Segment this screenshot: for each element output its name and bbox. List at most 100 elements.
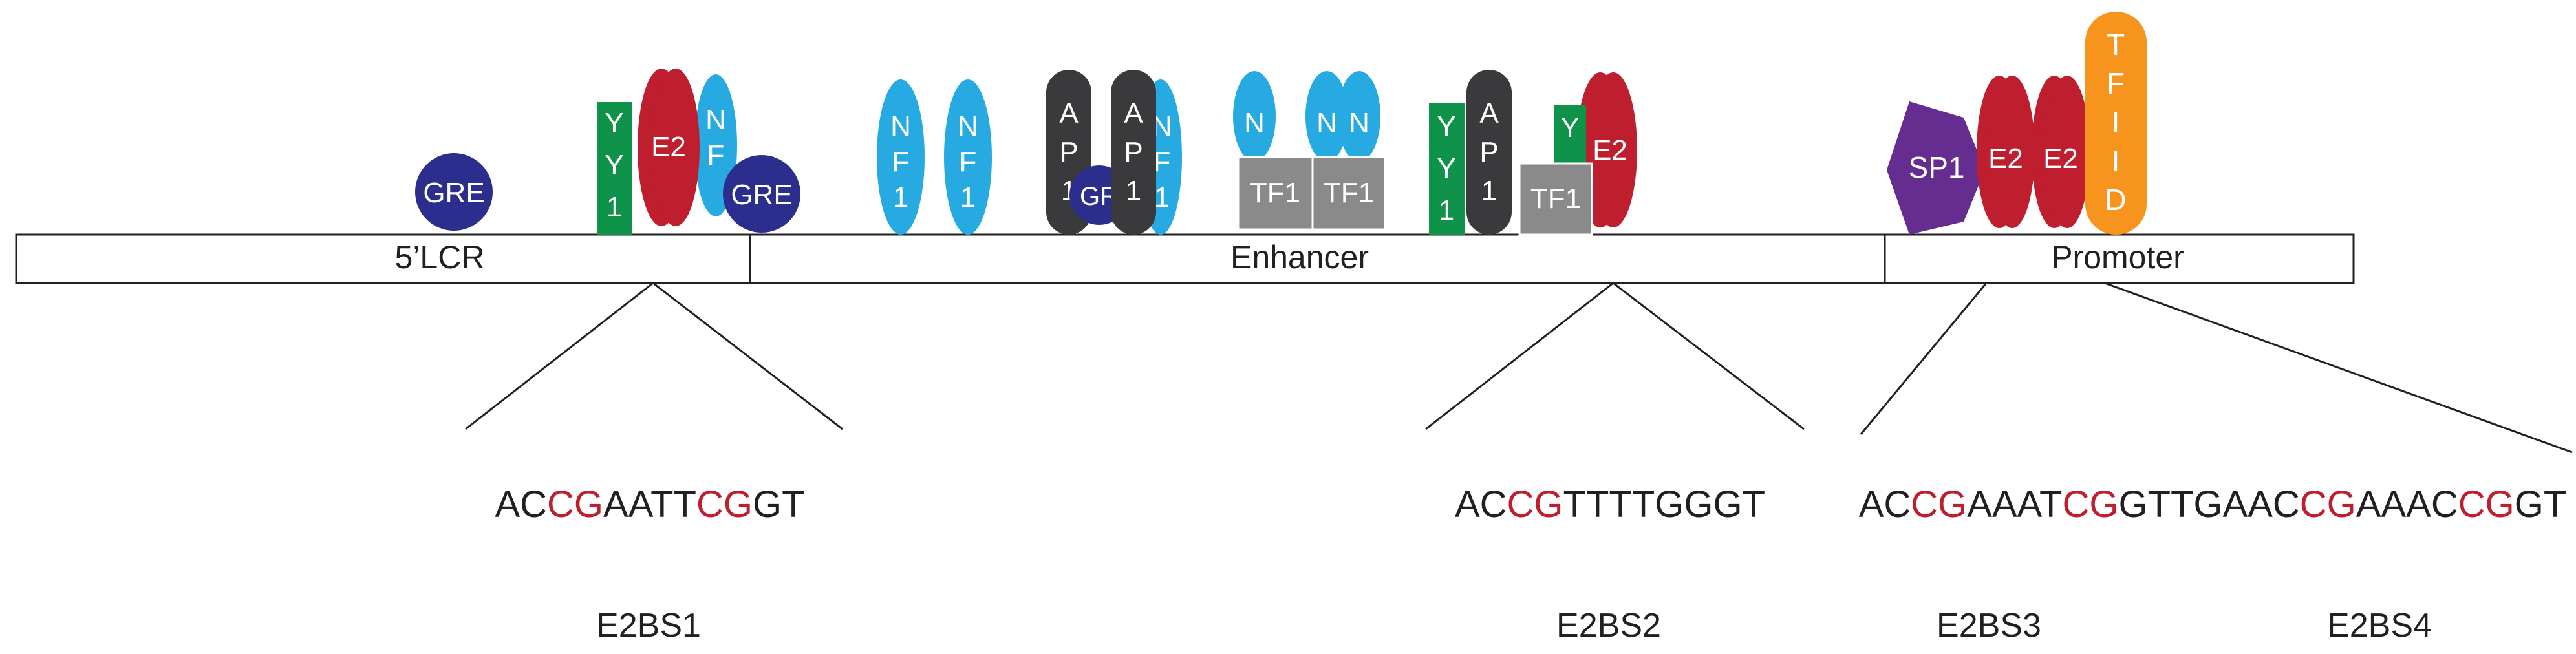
site-label-e2bs1: E2BS1 xyxy=(596,607,701,644)
nf1-factor: N xyxy=(1233,71,1276,162)
seq-segment: GTTGAAC xyxy=(2118,483,2299,525)
yy1-shape xyxy=(1429,103,1465,235)
nf1-letter: F xyxy=(960,146,977,178)
callout-line xyxy=(652,282,843,430)
callout-line xyxy=(1425,282,1614,430)
nf1-shape xyxy=(1305,71,1348,162)
tf1-label: TF1 xyxy=(1324,177,1374,209)
e2-label: E2 xyxy=(651,131,686,163)
tf1-label: TF1 xyxy=(1250,177,1300,209)
seq-segment: AAAT xyxy=(1967,483,2062,525)
callout-lines xyxy=(465,282,2573,454)
ap1-factor: A P 1 xyxy=(1466,70,1512,235)
tf1-factor: TF1 xyxy=(1518,162,1593,236)
yy1-letter: Y xyxy=(605,107,623,139)
yy1-factor: Y Y 1 xyxy=(1429,103,1465,235)
nf1-letter: N xyxy=(1244,107,1265,139)
ap1-letter: A xyxy=(1124,98,1143,129)
yy1-factor: Y xyxy=(1554,105,1586,164)
region-label-enhancer: Enhancer xyxy=(1230,239,1369,275)
e2-label: E2 xyxy=(1593,134,1627,166)
seq-cpg: CG xyxy=(1507,483,1563,525)
e2-factor: E2 xyxy=(638,69,700,226)
tfiid-factor: T F I I D xyxy=(2085,12,2147,235)
nf1-letter: N xyxy=(1316,107,1337,139)
tf1-factor: TF1 xyxy=(1237,156,1314,231)
gre-label: GRE xyxy=(731,179,792,211)
tfiid-letter: I xyxy=(2112,105,2120,139)
tf1-shape xyxy=(1311,156,1386,231)
nf1-shape xyxy=(1233,71,1276,162)
seq-cpg: CG xyxy=(2300,483,2356,525)
nf1-letter: F xyxy=(892,146,910,178)
ap1-letter: 1 xyxy=(1481,175,1497,207)
seq-cpg: CG xyxy=(2062,483,2118,525)
seq-segment: GT xyxy=(753,483,805,525)
tfiid-letter: F xyxy=(2107,67,2125,100)
e2-shape xyxy=(1589,72,1637,227)
nf1-shape xyxy=(944,79,992,235)
yy1-shape xyxy=(1554,105,1586,164)
tf1-shape xyxy=(1237,156,1314,231)
site-label-e2bs2: E2BS2 xyxy=(1556,607,1661,644)
e2-shape xyxy=(652,69,700,226)
e2-factor: E2 xyxy=(2032,76,2090,228)
gre-shape xyxy=(415,153,493,231)
ap1-letter: A xyxy=(1059,98,1079,129)
nf1-factor: N F 1 xyxy=(877,79,925,235)
ap1-letter: P xyxy=(1479,136,1498,168)
sequence-e2bs3-e2bs4: ACCGAAATCGGTTGAACCGAAACCGGT xyxy=(1859,483,2567,525)
seq-segment: AC xyxy=(495,483,547,525)
yy1-factor: Y Y 1 xyxy=(597,102,632,235)
nf1-letter: 1 xyxy=(1154,182,1170,213)
tf1-factor: TF1 xyxy=(1311,156,1386,231)
sp1-shape xyxy=(1887,101,1985,235)
genome-bar-outline xyxy=(15,233,2355,284)
tfiid-letter: T xyxy=(2107,28,2125,61)
ap1-factor: A P 1 xyxy=(1111,70,1156,235)
sequence-e2bs1: ACCGAATTCGGT xyxy=(495,483,804,525)
tfiid-shape xyxy=(2085,12,2147,235)
seq-cpg: CG xyxy=(2458,483,2515,525)
tf1-shape xyxy=(1518,162,1593,236)
nf1-letter: N xyxy=(705,104,726,136)
ap1-letter: P xyxy=(1124,136,1143,168)
tfiid-letter: I xyxy=(2112,144,2120,178)
sequence-e2bs2: ACCGTTTTGGGT xyxy=(1455,483,1765,525)
gre-factor: GRE xyxy=(723,155,800,233)
nf1-letter: F xyxy=(707,140,725,171)
seq-segment: GT xyxy=(2515,483,2567,525)
nf1-letter: N xyxy=(890,111,911,142)
seq-cpg: CG xyxy=(1911,483,1967,525)
ap1-letter: A xyxy=(1479,98,1499,129)
ap1-letter: P xyxy=(1059,136,1078,168)
yy1-letter: 1 xyxy=(1439,195,1454,226)
callout-line xyxy=(465,282,654,430)
nf1-letter: 1 xyxy=(960,182,976,213)
nf1-letter: 1 xyxy=(893,182,908,213)
yy1-letter: Y xyxy=(1437,111,1455,142)
nf1-factor: N xyxy=(1305,71,1348,162)
yy1-letter: 1 xyxy=(606,191,622,223)
region-label-5lcr: 5’LCR xyxy=(395,239,485,275)
nf1-letter: F xyxy=(1154,146,1171,178)
yy1-letter: Y xyxy=(1560,112,1579,143)
ap1-shape xyxy=(1111,70,1156,235)
genome-bar: 5’LCR Enhancer Promoter xyxy=(15,233,2355,284)
region-label-promoter: Promoter xyxy=(2051,239,2184,275)
tf1-label: TF1 xyxy=(1530,183,1581,215)
seq-segment: AC xyxy=(1859,483,1911,525)
seq-segment: AC xyxy=(1455,483,1507,525)
nf1-shape xyxy=(877,79,925,235)
tfiid-letter: D xyxy=(2105,183,2126,216)
callout-line xyxy=(1860,282,1988,435)
yy1-letter: Y xyxy=(605,149,623,181)
nf1-letter: N xyxy=(1349,107,1369,139)
sp1-label: SP1 xyxy=(1909,151,1965,184)
nf1-factor: N F 1 xyxy=(944,79,992,235)
seq-segment: AATT xyxy=(603,483,696,525)
nf1-letter: N xyxy=(958,111,978,142)
sp1-factor: SP1 xyxy=(1887,101,1985,235)
callout-line xyxy=(2104,282,2573,454)
